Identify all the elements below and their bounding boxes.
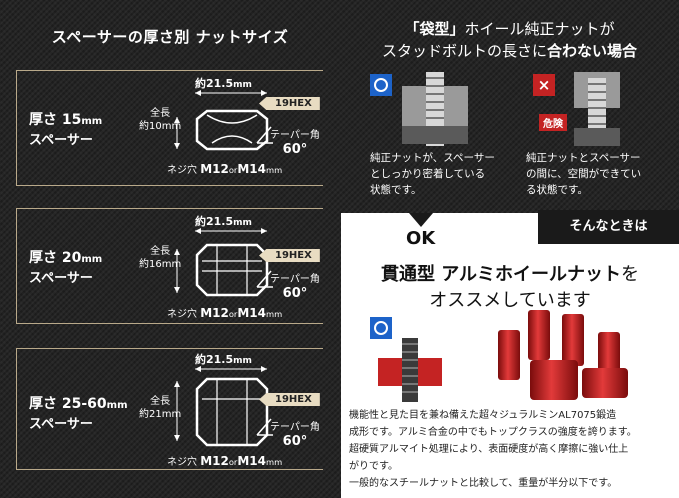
spacer-label: スペーサー [29,133,93,148]
width-label: 約21.5mm [195,353,252,366]
panel-25-60mm: 厚さ 25-60mm スペーサー 全長約21mm 約21.5mm 19HEX テ… [16,348,323,470]
ok-circle-icon [370,74,392,96]
thread-label: ネジ穴 M12orM14mm [167,454,283,468]
thread-label: ネジ穴 M12orM14mm [167,306,283,320]
thread-label: ネジ穴 M12orM14mm [167,162,283,176]
nut-diagram-25-60 [174,366,273,447]
down-arrow-icon [409,213,433,227]
danger-badge: 危険 [539,114,567,131]
ok-label: OK [406,228,436,249]
ok-nut-illustration [402,72,468,146]
hex-label: 19HEX [259,97,320,110]
recommend-title: 貫通型 アルミホイールナットを オススメしています [380,264,640,311]
width-label: 約21.5mm [195,77,252,90]
spacer-label: スペーサー [29,271,93,286]
red-nuts-photo [498,310,628,400]
spacer-label: スペーサー [29,417,93,432]
hex-label: 19HEX [259,249,320,262]
length-label: 全長約21mm [139,396,182,420]
product-description: 機能性と見た目を兼ね備えた超々ジュラルミンAL7075鍛造 成形です。アルミ合金… [349,410,637,489]
ok-circle-icon [370,317,392,339]
length-label: 全長約10mm [139,108,182,132]
mismatch-title: 「袋型」ホイール純正ナットが スタッドボルトの長さに合わない場合 [381,20,638,60]
ng-cross-icon: × [533,74,555,96]
length-label: 全長約16mm [139,246,182,270]
panel-15mm: 厚さ 15mm スペーサー 全長約10mm 約21.5mm 19HEX テーパー… [16,70,323,186]
ng-caption: 純正ナットとスペーサーの間に、空間ができている状態です。 [526,152,642,196]
nut-diagram-20 [174,228,273,297]
spacer-size-title: スペーサーの厚さ別 ナットサイズ [51,28,289,46]
then-banner: そんなときは [538,210,679,244]
nut-diagram-15 [174,90,273,151]
ng-nut-illustration [574,72,620,146]
panel-20mm: 厚さ 20mm スペーサー 全長約16mm 約21.5mm 19HEX テーパー… [16,208,323,324]
hex-label: 19HEX [259,393,320,406]
thickness-label: 厚さ 15mm [29,112,103,128]
thickness-label: 厚さ 20mm [29,250,103,266]
width-label: 約21.5mm [195,215,252,228]
through-nut-illustration [378,338,442,402]
thickness-label: 厚さ 25-60mm [29,396,128,412]
ok-caption: 純正ナットが、スペーサーとしっかり密着している状態です。 [370,152,495,196]
